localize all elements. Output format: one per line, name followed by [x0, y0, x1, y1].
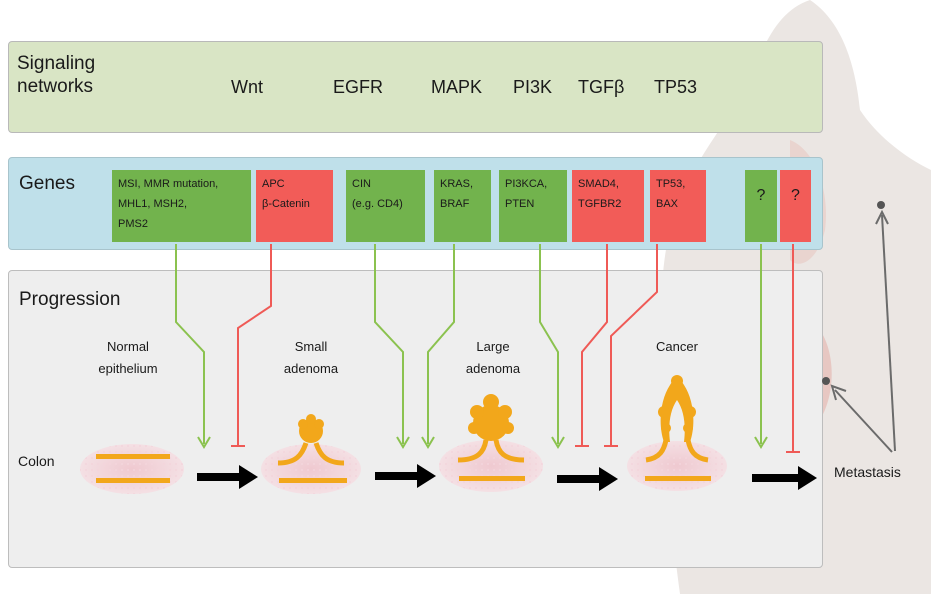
stage-label-line: Small [294, 339, 328, 354]
gene-box-text: KRAS, [440, 178, 474, 190]
tissue-large-adenoma [439, 394, 543, 492]
gene-box-msi-mmr: MSI, MMR mutation, MHL1, MSH2, PMS2 [112, 170, 251, 242]
stage-label-cancer: Cancer [640, 336, 714, 358]
gene-box-text: MHL1, MSH2, [118, 198, 188, 210]
gene-box-text: SMAD4, [578, 178, 619, 190]
metastasis-label: Metastasis [834, 464, 901, 480]
signaling-title-line-1: Signaling [17, 53, 96, 74]
gene-box-text: MSI, MMR mutation, [118, 178, 219, 190]
metastasis-site-dot [877, 201, 885, 209]
progression-title: Progression [19, 289, 121, 310]
pathway-egfr: EGFR [333, 77, 384, 97]
arrowhead [421, 436, 435, 449]
progression-arrow [375, 464, 436, 488]
pathway-mapk: MAPK [431, 77, 483, 97]
gene-box-text: BAX [656, 198, 679, 210]
gene-box-text: BRAF [440, 198, 470, 210]
genes-title: Genes [19, 173, 75, 194]
arrowhead [396, 436, 410, 449]
pathway-wnt: Wnt [231, 77, 264, 97]
stage-label-large-adenoma: Large adenoma [455, 336, 531, 380]
pathway-tp53: TP53 [654, 77, 698, 97]
arrowhead [754, 436, 768, 449]
colon-label: Colon [18, 453, 55, 469]
connector-kras-to-small [427, 244, 455, 444]
arrowhead [830, 384, 847, 401]
gene-box-pi3kca: PI3KCA, PTEN [499, 170, 567, 242]
gene-box-text: ? [791, 187, 800, 204]
stage-label-line: Cancer [656, 339, 698, 354]
inhibitory-connectors [231, 244, 800, 453]
metastasis-arrows [830, 209, 896, 453]
connector-smad4-to-large [581, 244, 608, 446]
stage-label-normal-epithelium: Normal epithelium [88, 336, 168, 380]
gene-box-text: CIN [352, 178, 371, 190]
arrowhead [875, 209, 889, 225]
gene-box-text: ? [756, 187, 766, 204]
stage-label-small-adenoma: Small adenoma [276, 336, 346, 380]
stage-label-line: adenoma [283, 361, 339, 376]
connector-msi-to-normal [175, 244, 205, 444]
connector-cin-to-small [374, 244, 404, 444]
stage-label-line: adenoma [465, 361, 521, 376]
metastasis-arrow-up [881, 214, 896, 452]
stage-label-line: epithelium [98, 361, 158, 376]
metastasis-site-dot [822, 377, 830, 385]
arrowhead [197, 436, 211, 449]
pathway-tgfb: TGFβ [578, 77, 625, 97]
signaling-networks-panel [8, 41, 823, 133]
stage-label-line: Large [476, 339, 510, 354]
gene-box-text: TP53, [656, 178, 686, 190]
progression-arrow [752, 466, 817, 490]
tissue-normal-epithelium [80, 444, 184, 494]
progression-arrows [197, 464, 817, 491]
gene-box-apc: APC β-Catenin [256, 170, 333, 242]
gene-box-text: PMS2 [118, 218, 148, 230]
progression-arrow [557, 467, 618, 491]
gene-box-text: PI3KCA, [505, 178, 548, 190]
gene-box-kras: KRAS, BRAF [434, 170, 491, 242]
tissue-small-adenoma [261, 414, 361, 494]
signaling-title-line-2: networks [17, 76, 94, 97]
gene-box-unknown-inhibiting: ? [780, 170, 811, 242]
stage-label-line: Normal [107, 339, 149, 354]
connector-apc-to-normal [237, 244, 272, 446]
connector-pi3kca-to-large [539, 244, 559, 444]
gene-box-text: PTEN [505, 198, 535, 210]
activating-arrowheads [197, 436, 768, 449]
gene-box-text: (e.g. CD4) [352, 198, 403, 210]
gene-box-text: APC [262, 178, 285, 190]
connector-tp53-to-large [610, 244, 658, 446]
gene-box-unknown-activating: ? [745, 170, 777, 242]
gene-box-text: TGFBR2 [578, 198, 622, 210]
gene-box-cin: CIN (e.g. CD4) [346, 170, 425, 242]
progression-arrow [197, 465, 258, 489]
gene-box-smad4: SMAD4, TGFBR2 [572, 170, 644, 242]
activating-connectors [175, 244, 762, 444]
tissue-cancer [627, 375, 727, 491]
metastasis-arrow-left [834, 389, 893, 453]
arrowhead [551, 436, 565, 449]
pathway-pi3k: PI3K [513, 77, 553, 97]
gene-box-text: β-Catenin [262, 198, 310, 210]
gene-box-tp53: TP53, BAX [650, 170, 706, 242]
